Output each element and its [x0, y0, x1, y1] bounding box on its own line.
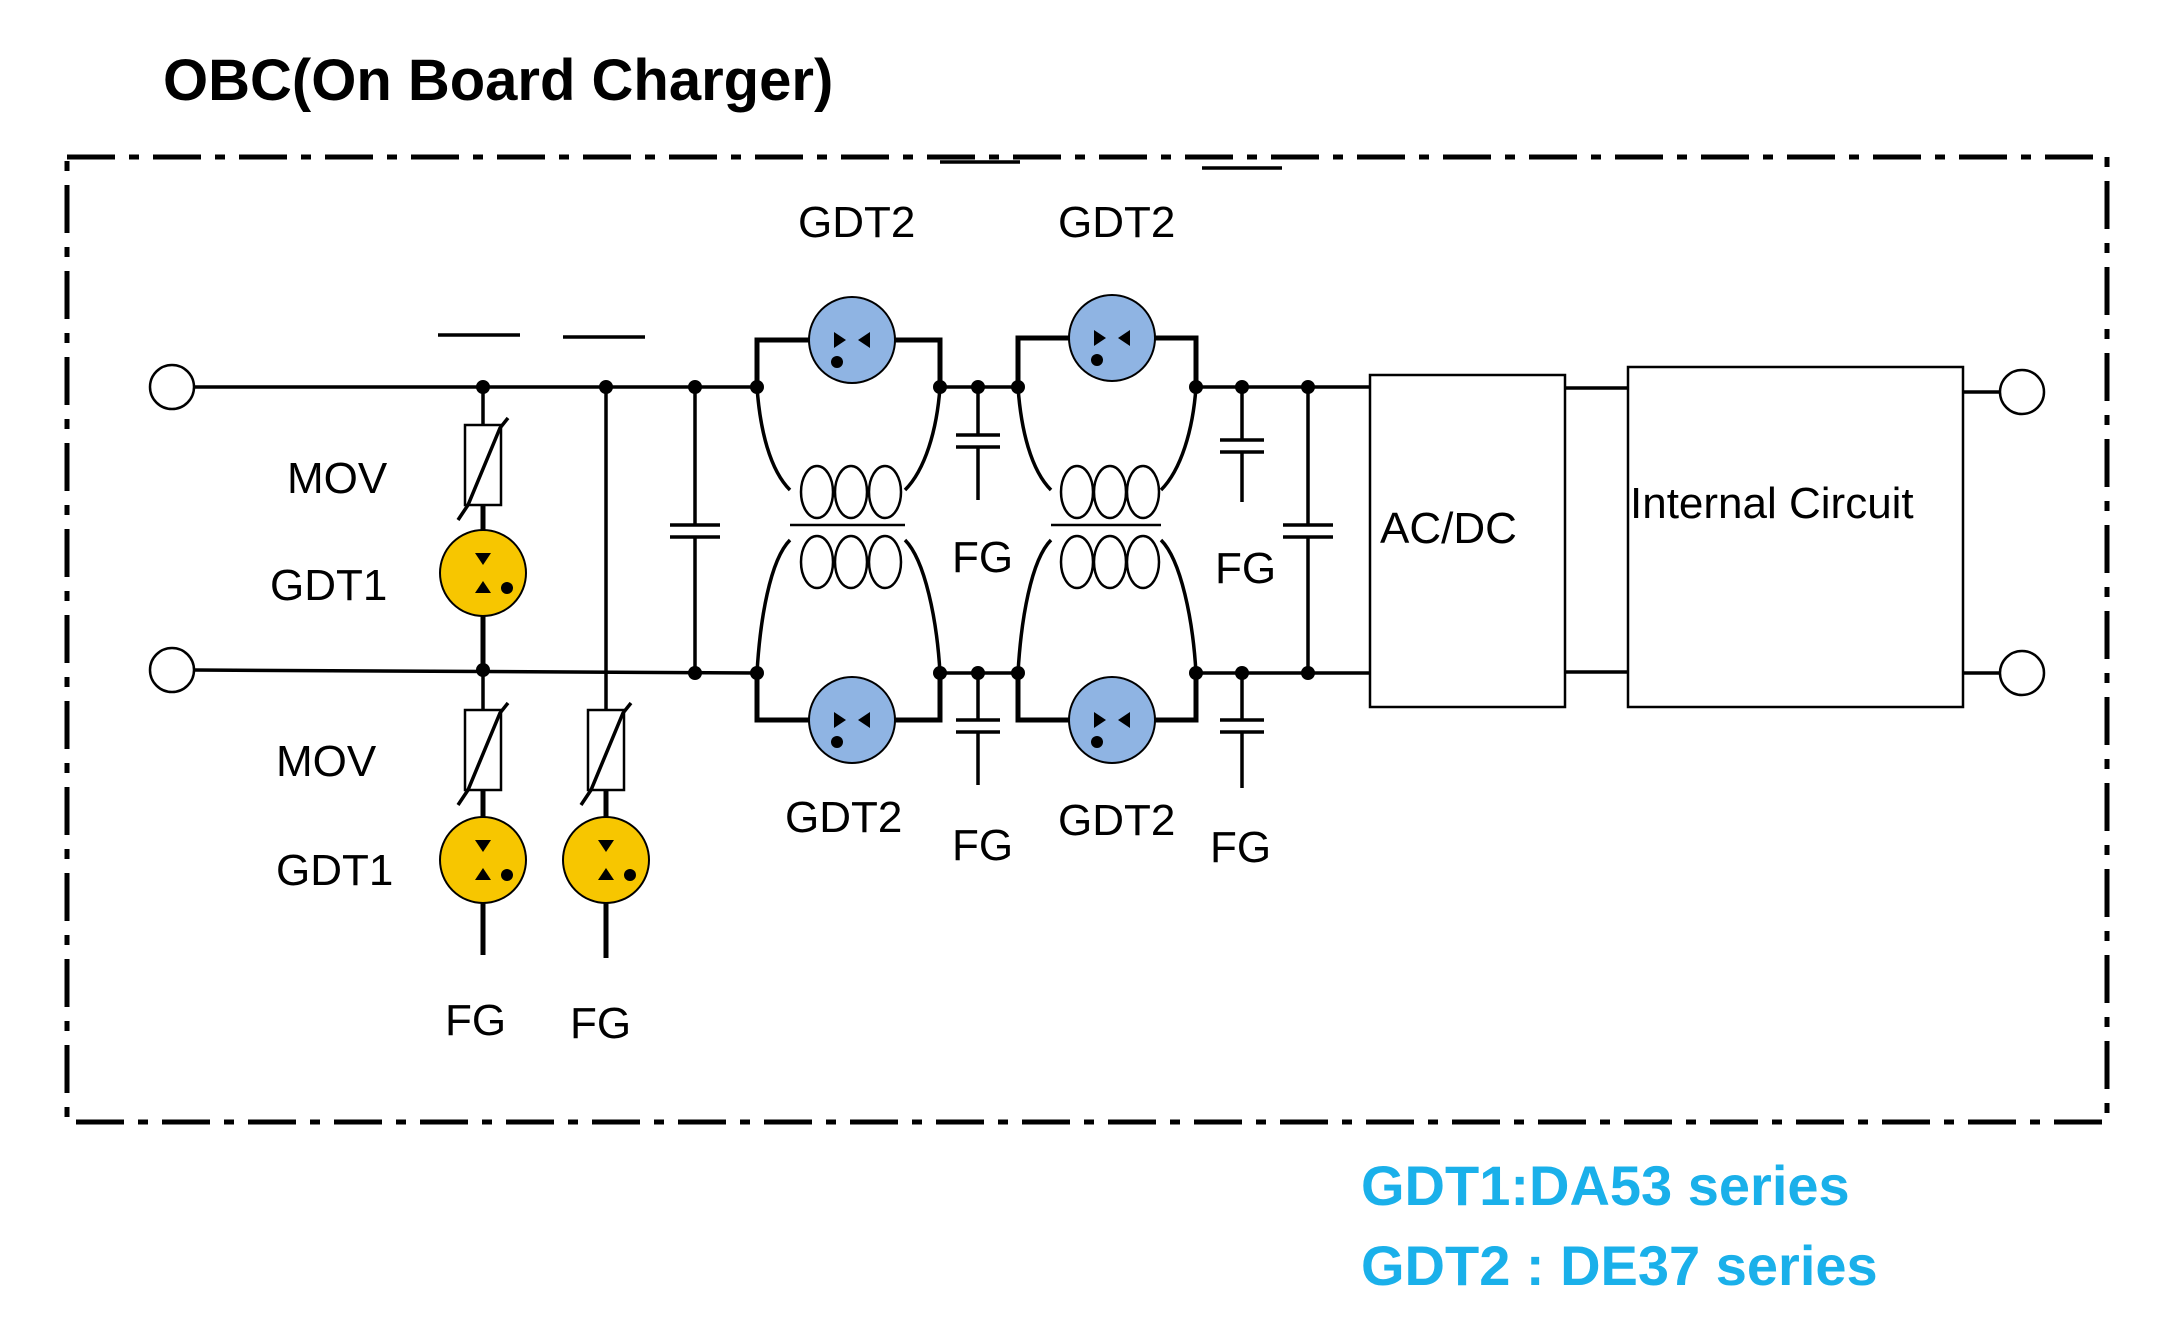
label-fg-5: FG [952, 821, 1013, 870]
y-capacitor-3 [1220, 387, 1264, 502]
common-mode-choke-1 [754, 337, 943, 723]
label-gdt2-bottom-1: GDT2 [785, 793, 902, 842]
y-capacitor-4 [1220, 673, 1264, 788]
main-lines [193, 385, 2000, 675]
label-gdt1-1: GDT1 [270, 561, 387, 610]
label-fg-2: FG [570, 999, 631, 1048]
gdt2-1 [808, 296, 896, 384]
mov-gdt1-branch-2 [456, 670, 510, 955]
note-gdt2: GDT2 : DE37 series [1361, 1234, 1878, 1297]
label-gdt2-bottom-2: GDT2 [1058, 796, 1175, 845]
label-acdc: AC/DC [1380, 504, 1517, 553]
gdt1-3 [562, 816, 650, 904]
page-title: OBC(On Board Charger) [163, 48, 833, 113]
label-gdt1-2: GDT1 [276, 846, 393, 895]
label-fg-3: FG [952, 533, 1013, 582]
input-terminal-line [148, 363, 196, 411]
output-terminal-line [1998, 368, 2046, 416]
gdt1-1 [439, 529, 527, 617]
label-gdt2-top-2: GDT2 [1058, 198, 1175, 247]
obc-boundary [64, 154, 2110, 1125]
output-terminal-neutral [1998, 649, 2046, 697]
label-fg-4: FG [1215, 544, 1276, 593]
x-capacitor-2 [1283, 387, 1333, 673]
label-gdt2-top-1: GDT2 [798, 198, 915, 247]
label-fg-1: FG [445, 996, 506, 1045]
gdt1-2 [439, 816, 527, 904]
label-internal-circuit: Internal Circuit [1630, 479, 1914, 528]
y-capacitor-1 [956, 387, 1000, 500]
label-mov-1: MOV [287, 454, 388, 503]
gdt2-2 [808, 676, 896, 764]
common-mode-choke-2 [1015, 335, 1199, 723]
label-fg-6: FG [1210, 823, 1271, 872]
y-capacitor-2 [956, 673, 1000, 785]
x-capacitor-1 [670, 387, 720, 673]
label-mov-2: MOV [276, 737, 377, 786]
acdc-block [1368, 373, 1567, 709]
junction-dots [476, 380, 1315, 680]
input-terminal-neutral [148, 646, 196, 694]
gdt2-4 [1068, 676, 1156, 764]
mov-gdt1-branch-1 [456, 387, 510, 670]
gdt2-3 [1068, 294, 1156, 382]
note-gdt1: GDT1:DA53 series [1361, 1154, 1850, 1217]
stray-marks [438, 160, 1282, 339]
internal-circuit-block [1626, 365, 1965, 709]
